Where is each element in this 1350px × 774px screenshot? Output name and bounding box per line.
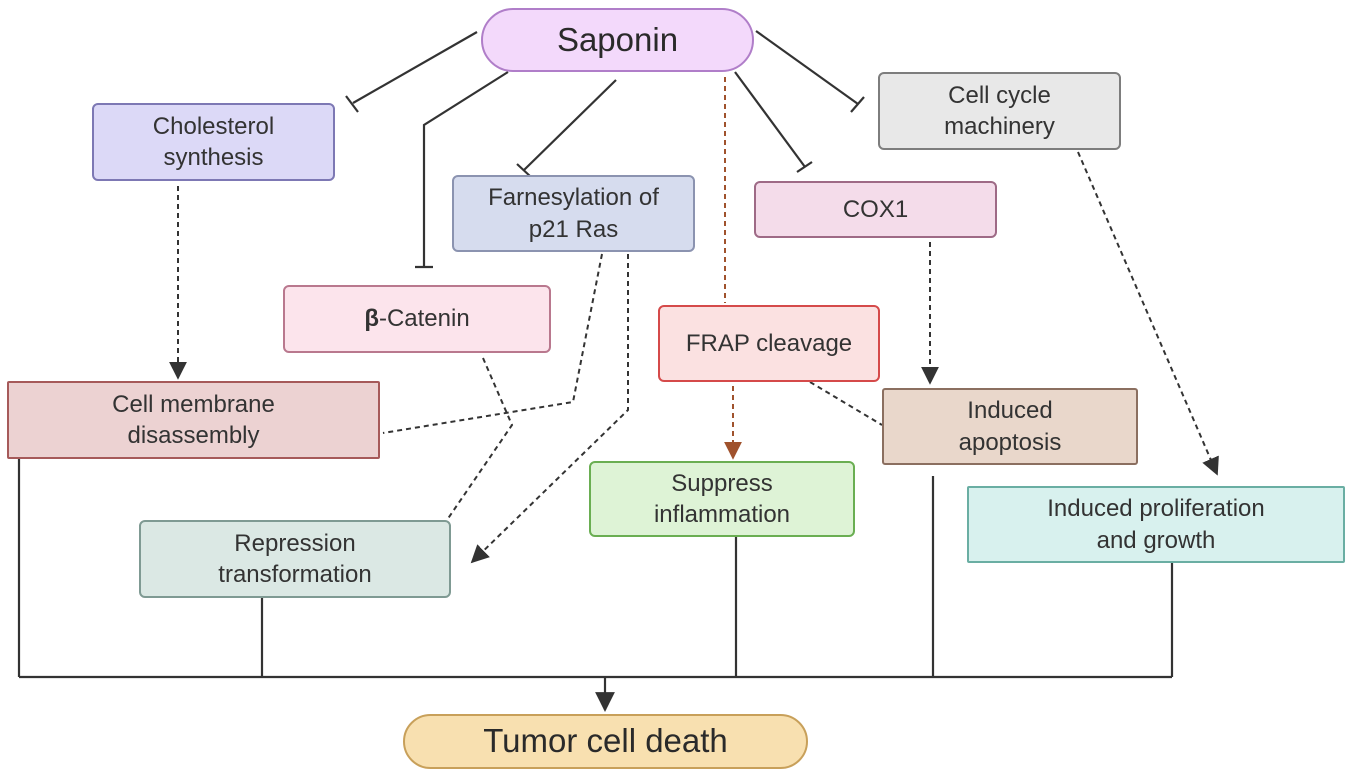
inhibit-cell-cycle-edge: [755, 30, 865, 113]
inhibit-farnesylation-edge: [516, 79, 617, 178]
tumor-label: Tumor cell death: [483, 722, 728, 760]
catenin-label: -Catenin: [378, 305, 470, 333]
edge-farnesylation-membrane: [382, 253, 603, 434]
frap-label: FRAP cleavage: [685, 329, 853, 357]
frap-cleavage-node: FRAP cleavage: [658, 305, 880, 382]
edge-cellcycle-proliferation: [1077, 151, 1219, 476]
edge-catenin-repression: [446, 357, 514, 521]
cell-membrane-node: Cell membrane disassembly: [7, 381, 380, 459]
edge-outcomes-tumor: [17, 459, 1174, 712]
induced-proliferation-node: Induced proliferation and growth: [967, 486, 1345, 563]
cholesterol-synthesis-node: Cholesterol synthesis: [92, 103, 335, 181]
repression-line-2: transformation: [218, 561, 372, 588]
cell-cycle-line-2: machinery: [944, 113, 1055, 140]
beta-symbol: β: [364, 305, 379, 333]
beta-catenin-node: β-Catenin: [283, 285, 551, 353]
suppress-inflammation-node: Suppress inflammation: [589, 461, 855, 537]
edge-frap-apoptosis: [809, 381, 883, 426]
cox1-node: COX1: [754, 181, 997, 238]
cell-cycle-node: Cell cycle machinery: [878, 72, 1121, 150]
cholesterol-line-1: Cholesterol: [152, 112, 275, 140]
repression-line-1: Repression: [234, 529, 356, 557]
induced-apoptosis-node: Induced apoptosis: [882, 388, 1138, 465]
repression-transformation-node: Repression transformation: [139, 520, 451, 598]
cox1-label: COX1: [842, 195, 909, 223]
farnesylation-line-2: p21 Ras: [528, 215, 619, 243]
cholesterol-line-2: synthesis: [163, 144, 264, 171]
proliferation-line-2: and growth: [1096, 526, 1216, 554]
apoptosis-line-2: apoptosis: [958, 428, 1062, 456]
membrane-line-1: Cell membrane: [112, 390, 275, 418]
inflammation-line-1: Suppress: [671, 469, 773, 497]
tumor-cell-death-node: Tumor cell death: [403, 714, 808, 769]
farnesylation-node: Farnesylation of p21 Ras: [452, 175, 695, 252]
cell-cycle-line-1: Cell cycle: [948, 81, 1051, 109]
inhibit-catenin-edge: [415, 71, 509, 269]
saponin-label: Saponin: [556, 20, 679, 58]
inflammation-line-2: inflammation: [653, 501, 791, 528]
farnesylation-line-1: Farnesylation of: [488, 184, 659, 212]
apoptosis-line-1: Induced: [967, 397, 1053, 425]
proliferation-line-1: Induced proliferation: [1047, 495, 1265, 523]
inhibit-cholesterol-edge: [345, 31, 478, 113]
edge-farnesylation-repression: [470, 254, 629, 564]
saponin-node: Saponin: [481, 8, 754, 72]
inhibit-cox1-edge: [734, 71, 813, 173]
membrane-line-2: disassembly: [127, 422, 260, 449]
